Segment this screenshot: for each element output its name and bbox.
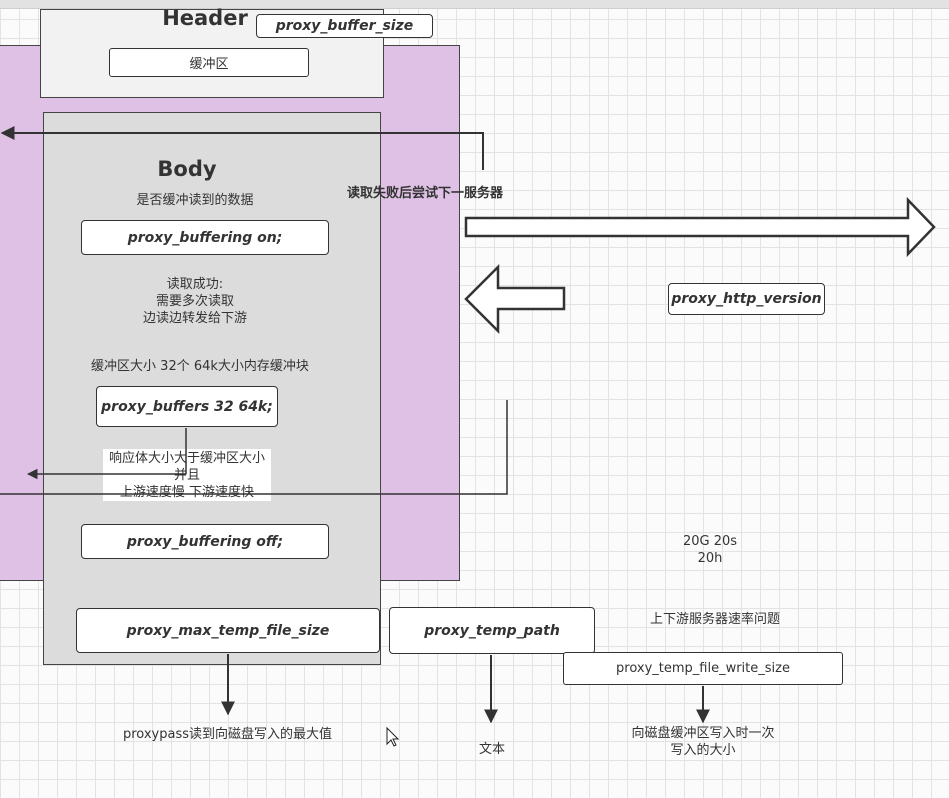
proxy-buffer-size-box: proxy_buffer_size [256,14,433,38]
proxy-temp-path-box: proxy_temp_path [389,607,595,654]
speed-note-line: 20G 20s [682,534,738,549]
retry-loop-arrow [0,126,484,170]
header-title: Header [162,6,248,30]
proxy-max-temp-file-size-box: proxy_max_temp_file_size [76,608,380,653]
condition-note: 响应体大小大于缓冲区大小 并且 上游速度慢 下游速度快 [103,449,271,501]
read-success-line: 读取成功: [166,277,224,292]
read-success-line: 需要多次读取 [155,294,234,309]
write-once-note: 向磁盘缓冲区写入时一次 写入的大小 [608,725,798,759]
proxy-buffers-box: proxy_buffers 32 64k; [96,386,278,427]
buffer-size-description: 缓冲区大小 32个 64k大小内存缓冲块 [91,359,309,374]
write-once-line: 写入的大小 [670,743,736,758]
top-bar [0,0,949,9]
buffer-area-box: 缓冲区 [109,48,309,77]
mouse-cursor-icon [386,726,400,747]
proxy-http-version-box: proxy_http_version [668,283,825,315]
condition-line: 响应体大小大于缓冲区大小 [108,451,265,466]
condition-line: 并且 [173,468,200,483]
proxy-temp-file-write-size-box: proxy_temp_file_write_size [563,652,843,685]
body-title: Body [157,157,217,181]
write-once-line: 向磁盘缓冲区写入时一次 [631,726,775,741]
rate-issue-label: 上下游服务器速率问题 [649,612,780,627]
speed-note-line: 20h [697,551,723,566]
speed-note: 20G 20s 20h [650,533,770,567]
max-value-note: proxypass读到向磁盘写入的最大值 [122,727,333,742]
condition-bracket-line [0,400,508,495]
read-success-line: 边读边转发给下游 [142,311,247,326]
proxy-buffering-off-box: proxy_buffering off; [81,524,329,559]
condition-line: 上游速度慢 下游速度快 [119,485,255,500]
forward-downstream-arrow [464,196,936,258]
buffer-question-label: 是否缓冲读到的数据 [136,193,254,208]
retry-next-server-label: 读取失败后尝试下一服务器 [347,186,504,201]
text-note: 文本 [478,742,505,757]
proxy-buffering-on-box: proxy_buffering on; [81,220,329,255]
return-upstream-arrow [464,263,566,335]
read-success-note: 读取成功: 需要多次读取 边读边转发给下游 [100,276,290,327]
